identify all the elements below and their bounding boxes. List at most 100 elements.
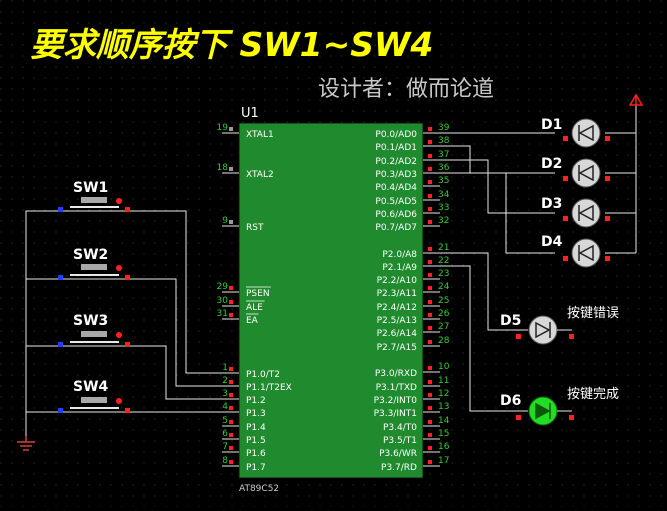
pin-number: 28: [438, 336, 450, 346]
pin-number: 13: [438, 402, 449, 412]
pin-number: 32: [438, 216, 449, 226]
switch-sw4[interactable]: SW4: [57, 379, 134, 413]
pin-number: 34: [438, 190, 450, 200]
pin-name: P2.3/A11: [377, 289, 417, 299]
pin-marker: [229, 406, 233, 410]
led-d4[interactable]: D4: [541, 234, 610, 268]
led-d5-error[interactable]: D5 按键错误: [500, 306, 619, 345]
vcc-power-symbol: [628, 93, 644, 106]
chip-pin-left[interactable]: 8P1.7: [222, 456, 266, 473]
pin-marker: [428, 140, 432, 144]
pin-marker: [229, 167, 233, 171]
pin-name: P2.0/A8: [382, 250, 417, 260]
pin-number: 8: [222, 456, 228, 466]
pin-name: P0.7/AD7: [375, 223, 417, 233]
chip-pin-left[interactable]: 6P1.5: [222, 429, 266, 446]
switch-sw1[interactable]: SW1: [57, 180, 134, 212]
pin-number: 33: [438, 203, 449, 213]
pin-name: P3.1/TXD: [376, 383, 417, 393]
pin-name: P1.1/T2EX: [246, 383, 292, 393]
pin-marker: [428, 127, 432, 131]
pin-marker: [428, 406, 432, 410]
pin-marker: [229, 420, 233, 424]
pin-marker: [428, 446, 432, 450]
pin-marker: [428, 194, 432, 198]
pin-name: P1.7: [246, 463, 266, 473]
pin-marker: [428, 154, 432, 158]
pin-marker: [428, 340, 432, 344]
led-d2[interactable]: D2: [541, 156, 610, 188]
led-d3[interactable]: D3: [541, 196, 610, 228]
switch-label: SW1: [73, 180, 108, 196]
pin-number: 30: [217, 296, 229, 306]
pin-name: P3.7/RD: [381, 463, 417, 473]
pin-marker: [428, 380, 432, 384]
pin-marker: [428, 247, 432, 251]
pin-number: 39: [438, 123, 450, 133]
chip-pin-left[interactable]: 5P1.4: [222, 416, 266, 433]
pin-number: 36: [438, 163, 450, 173]
pin-marker: [428, 300, 432, 304]
switch-sw3[interactable]: SW3: [57, 313, 134, 347]
led-label: D1: [541, 117, 562, 133]
pin-number: 3: [222, 389, 228, 399]
pin-marker: [428, 313, 432, 317]
pin-marker: [229, 393, 233, 397]
pin-marker: [428, 167, 432, 171]
pin-name: P0.5/AD5: [375, 197, 417, 207]
pin-number: 7: [222, 442, 228, 452]
pin-name: P2.4/A12: [377, 303, 417, 313]
pin-name: XTAL1: [246, 130, 274, 140]
led-d1[interactable]: D1: [541, 117, 610, 148]
pin-marker: [229, 367, 233, 371]
led-label: D4: [541, 234, 563, 250]
pin-number: 19: [217, 123, 229, 133]
pin-name: P3.4/T0: [383, 423, 417, 433]
pin-number: 10: [438, 362, 450, 372]
mcu-chip-body[interactable]: [238, 122, 424, 479]
led-label: D5: [500, 313, 521, 329]
schematic-title: 要求顺序按下 SW1~SW4: [30, 25, 433, 64]
led-d6-done[interactable]: D6 按键完成: [500, 387, 619, 426]
pin-name: XTAL2: [246, 170, 274, 180]
pin-marker: [229, 460, 233, 464]
switch-sw2[interactable]: SW2: [57, 247, 134, 280]
chip-pin-left[interactable]: 7P1.6: [222, 442, 266, 459]
pin-marker: [229, 446, 233, 450]
pin-number: 6: [222, 429, 228, 439]
pin-number: 9: [222, 216, 228, 226]
pin-marker: [229, 220, 233, 224]
led-caption: 按键完成: [567, 387, 619, 402]
